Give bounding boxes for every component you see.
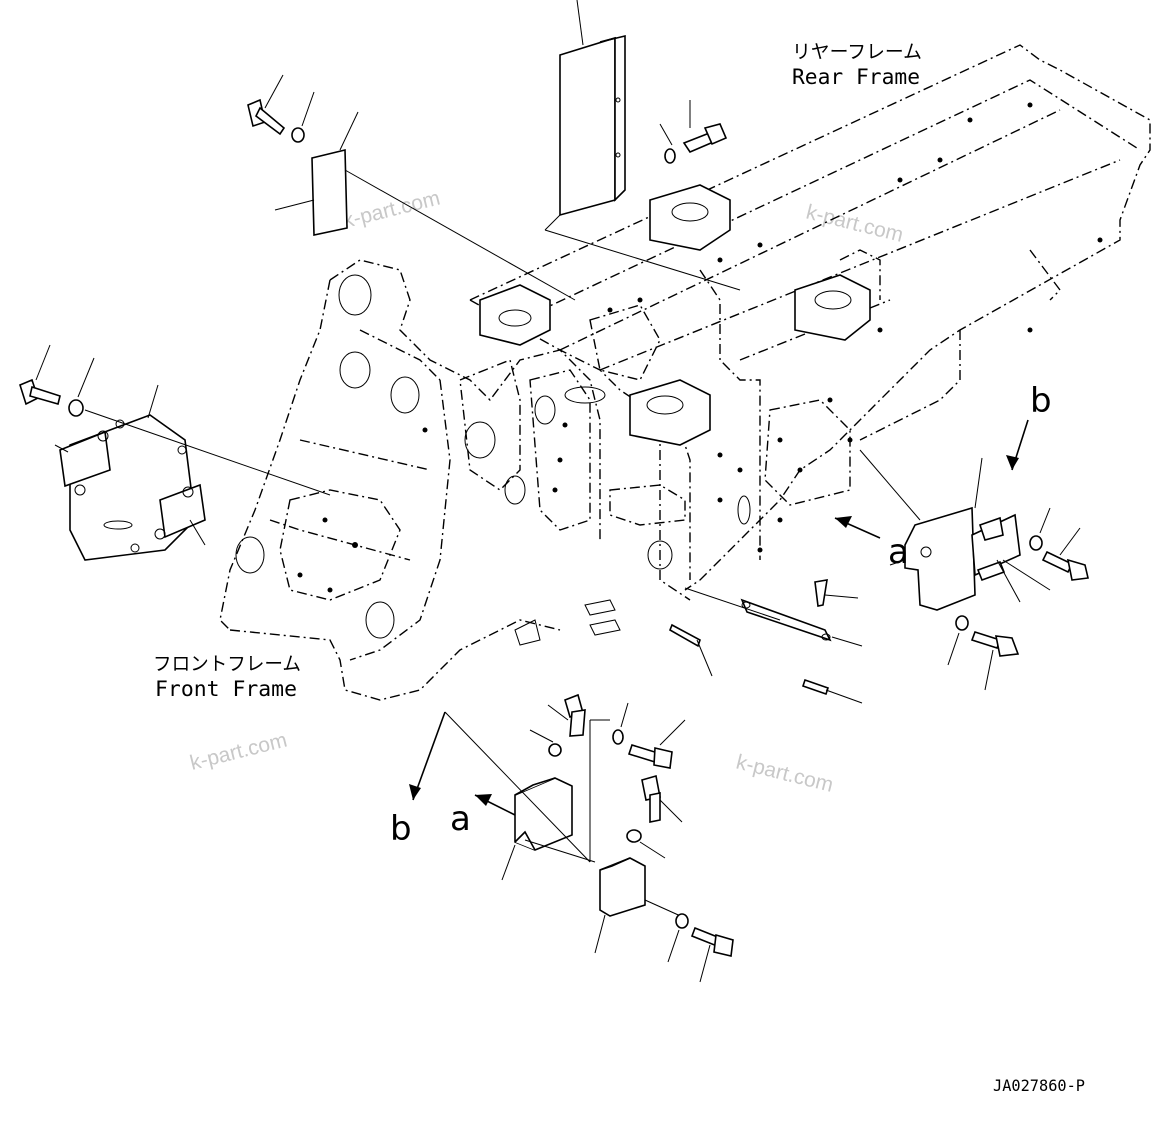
rear-frame-label-en: Rear Frame (792, 65, 920, 89)
rear-frame-label-jp: リヤーフレーム (792, 41, 922, 63)
bolt (627, 719, 686, 769)
front-frame-label-en: Front Frame (155, 677, 297, 701)
lower-cover-bracket (501, 777, 596, 881)
washer (291, 127, 305, 143)
arrow-a-right (834, 516, 881, 539)
watermark: k-part.com (804, 201, 906, 247)
washer (68, 399, 84, 417)
pin (814, 579, 859, 607)
bolt (970, 631, 1020, 691)
callout-b-right: b (1030, 381, 1052, 421)
watermark: k-part.com (341, 187, 443, 233)
cover-bracket-a (859, 449, 983, 611)
bolt (682, 100, 728, 153)
rear-frame (469, 44, 1151, 601)
bolt (641, 774, 683, 823)
callout-a-bottom: a (450, 799, 471, 839)
arrow-b-right (1006, 419, 1029, 471)
link-bar (740, 598, 863, 647)
bolt (1041, 527, 1089, 581)
washer (626, 829, 642, 843)
watermark: k-part.com (188, 729, 290, 775)
drawing-number: JA027860-P (993, 1076, 1085, 1095)
washer (664, 148, 676, 164)
front-frame-label-jp: フロントフレーム (153, 653, 301, 675)
washer (1029, 535, 1043, 551)
bolt (547, 693, 586, 737)
top-cover-plate (544, 0, 741, 291)
arrow-a-bottom (474, 794, 516, 816)
washer (955, 615, 969, 631)
washer (675, 913, 689, 929)
washer (548, 743, 562, 757)
washer (612, 729, 624, 745)
callout-b-bottom: b (390, 809, 412, 849)
bolt (19, 344, 61, 406)
arrow-b-bottom (409, 711, 446, 801)
cover-bracket-b (971, 513, 1051, 603)
lock-pin (801, 678, 863, 704)
shim (668, 587, 781, 677)
small-cover-plate (274, 111, 576, 301)
inspection-cover (54, 384, 331, 561)
bolt (690, 926, 734, 983)
front-frame (219, 259, 686, 701)
lower-cover-box (594, 857, 686, 954)
callout-a-right: a (888, 532, 909, 572)
bolt (247, 74, 286, 136)
watermark: k-part.com (734, 751, 836, 797)
